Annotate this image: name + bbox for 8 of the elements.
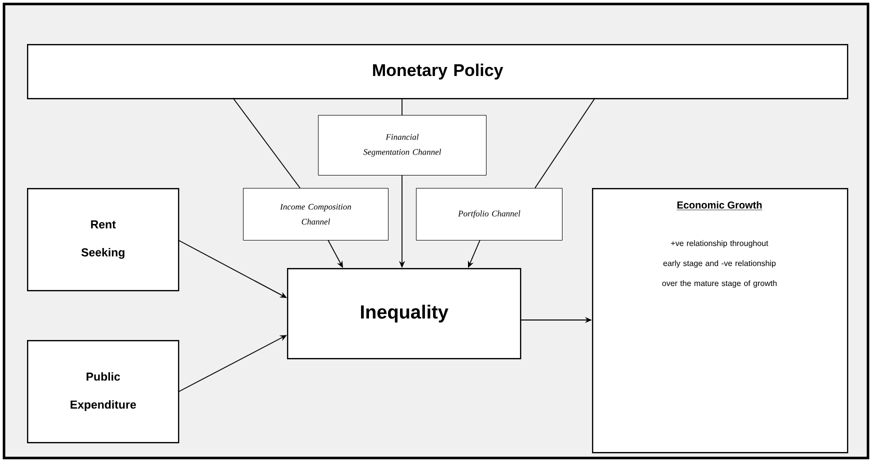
policy-box: Monetary Policy	[27, 44, 848, 100]
factor-box: Rent Seeking	[27, 188, 180, 292]
channel-box: Financial Segmentation Channel	[318, 115, 486, 176]
factor-box: Public Expenditure	[27, 340, 180, 444]
inequality-box: Inequality	[287, 268, 522, 360]
growth-box: Economic Growth +ve relationship throughout early stage and -ve relationship over the mature stage of growth	[592, 188, 848, 454]
channel-box: Income Composition Channel	[243, 188, 388, 240]
channel-box: Portfolio Channel	[416, 188, 562, 240]
